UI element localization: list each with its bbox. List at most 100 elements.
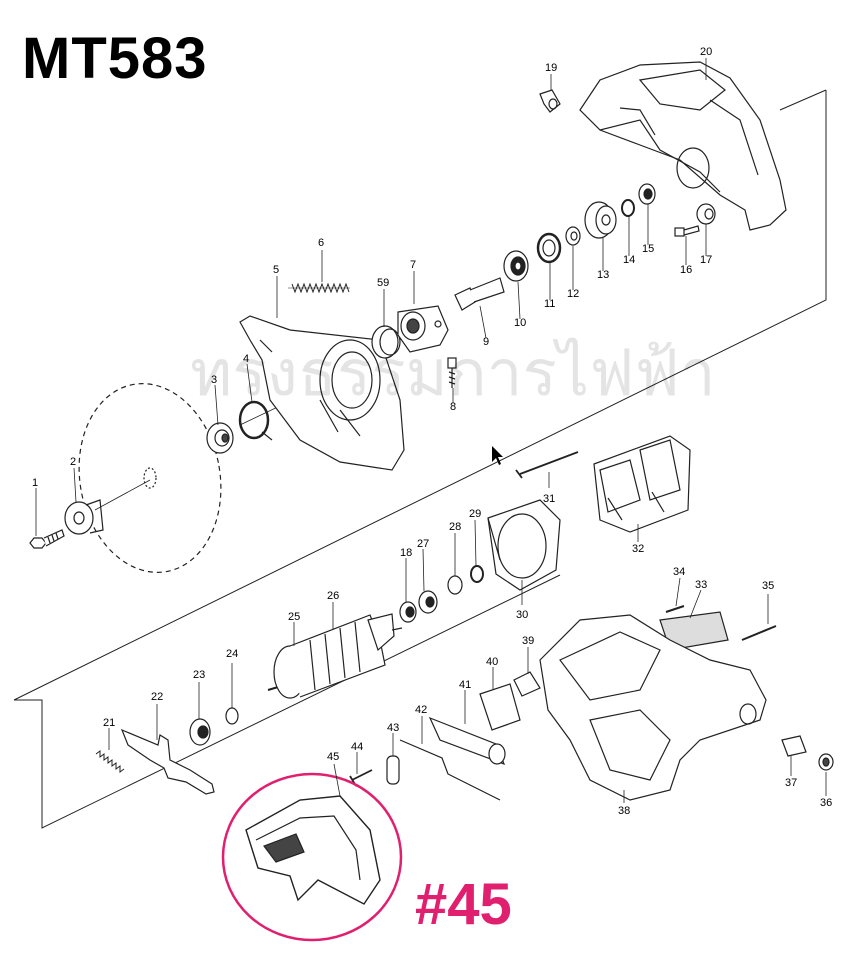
- part-19-wing-nut: [539, 89, 561, 113]
- part-label-18: 18: [400, 547, 412, 559]
- part-label-20: 20: [700, 46, 712, 58]
- part-label-16: 16: [680, 264, 692, 276]
- part-21-spring: [95, 750, 125, 773]
- part-15-bearing: [638, 183, 656, 205]
- model-title: MT583: [22, 26, 208, 91]
- part-label-30: 30: [516, 609, 528, 621]
- part-9-spindle: [454, 277, 505, 311]
- part-label-25: 25: [288, 611, 300, 623]
- part-12-washer-inner: [570, 231, 578, 241]
- part-7-bearing-box: [397, 305, 449, 353]
- part-42-cord: [399, 739, 501, 801]
- part-label-12: 12: [567, 288, 579, 300]
- part-label-1: 1: [32, 477, 38, 489]
- part-label-8: 8: [450, 401, 456, 413]
- part-label-45: 45: [327, 751, 339, 763]
- highlight-part-label: #45: [415, 872, 512, 937]
- part-label-28: 28: [449, 521, 461, 533]
- part-37-carbon-brush: [781, 735, 807, 757]
- part-38-motor-housing: [539, 614, 767, 801]
- part-label-39: 39: [522, 635, 534, 647]
- part-2-outer-flange: [64, 499, 104, 535]
- part-label-5: 5: [273, 264, 279, 276]
- part-12-washer: [565, 226, 581, 246]
- part-5-lower-guard: [239, 315, 405, 471]
- part-4-retaining-ring: [238, 400, 273, 441]
- part-label-36: 36: [820, 797, 832, 809]
- part-3-inner-flange: [206, 422, 234, 454]
- part-label-6: 6: [318, 237, 324, 249]
- part-label-21: 21: [103, 717, 115, 729]
- part-label-43: 43: [387, 722, 399, 734]
- part-17-bushing: [696, 203, 716, 225]
- part-1-bolt: [29, 529, 65, 549]
- part-label-44: 44: [351, 741, 363, 753]
- part-label-42: 42: [415, 704, 427, 716]
- part-32-field: [593, 435, 691, 533]
- part-59-ring-inner: [379, 328, 401, 356]
- part-label-4: 4: [243, 353, 249, 365]
- part-label-31: 31: [543, 493, 555, 505]
- part-label-40: 40: [486, 656, 498, 668]
- part-30-baffle-plate: [487, 499, 561, 591]
- part-label-23: 23: [193, 669, 205, 681]
- part-24-washer: [225, 707, 239, 725]
- part-41-cord-guard: [428, 716, 506, 766]
- part-label-2: 2: [70, 456, 76, 468]
- saw-blade-outline: [78, 383, 222, 573]
- boundary-line-top: [779, 89, 827, 111]
- part-label-32: 32: [632, 543, 644, 555]
- part-40-switch: [479, 683, 521, 731]
- part-22-shaft-lock: [120, 728, 215, 795]
- part-39-switch-lever: [513, 671, 541, 697]
- part-number-labels: 1 2 3 4 5 6 7 59 8 9 10 11 12 13 14 15 1…: [32, 46, 832, 817]
- part-label-41: 41: [459, 679, 471, 691]
- part-label-3: 3: [211, 374, 217, 386]
- part-35-screw: [741, 625, 777, 641]
- part-6-spring: [288, 282, 350, 294]
- part-label-34: 34: [673, 566, 685, 578]
- part-29-o-ring: [470, 565, 484, 583]
- watermark-text: ทรงธรรมการไฟฟ้า: [190, 337, 716, 411]
- part-label-33: 33: [695, 579, 707, 591]
- part-23-bearing: [189, 718, 211, 746]
- part-label-9: 9: [483, 336, 489, 348]
- part-13-spiral-gear: [584, 201, 617, 239]
- part-43-strain-relief: [386, 755, 400, 785]
- axis-line-1: [94, 479, 151, 511]
- part-label-19: 19: [545, 62, 557, 74]
- part-label-13: 13: [597, 269, 609, 281]
- leader-lines: [35, 58, 827, 803]
- part-label-24: 24: [226, 648, 238, 660]
- part-label-10: 10: [514, 317, 526, 329]
- part-label-38: 38: [618, 805, 630, 817]
- part-26-armature: [267, 613, 403, 699]
- part-label-59: 59: [377, 277, 389, 289]
- part-31-screw: [515, 451, 579, 479]
- part-label-17: 17: [700, 254, 712, 266]
- part-label-11: 11: [544, 298, 555, 310]
- part-28-washer: [447, 575, 463, 595]
- part-label-29: 29: [469, 508, 481, 520]
- part-18-bearing: [399, 601, 417, 623]
- part-27-bearing: [418, 590, 438, 614]
- part-16-screw: [674, 225, 700, 237]
- part-45-handle-cover: [245, 795, 381, 905]
- part-label-15: 15: [642, 243, 654, 255]
- part-14-ring: [621, 199, 635, 217]
- part-36-brush-cap: [818, 753, 834, 771]
- blade-center-hole: [143, 467, 157, 489]
- mouse-cursor-icon: [492, 446, 503, 465]
- part-20-blade-case: [579, 61, 787, 231]
- part-8-screw: [447, 357, 457, 388]
- part-11-retaining-ring: [536, 232, 562, 264]
- highlight-circle: [221, 772, 403, 942]
- part-59-ring: [371, 325, 399, 359]
- part-label-26: 26: [327, 590, 339, 602]
- part-label-35: 35: [762, 580, 774, 592]
- part-label-7: 7: [410, 259, 416, 271]
- part-label-22: 22: [151, 691, 163, 703]
- part-10-ball-bearing: [503, 250, 529, 282]
